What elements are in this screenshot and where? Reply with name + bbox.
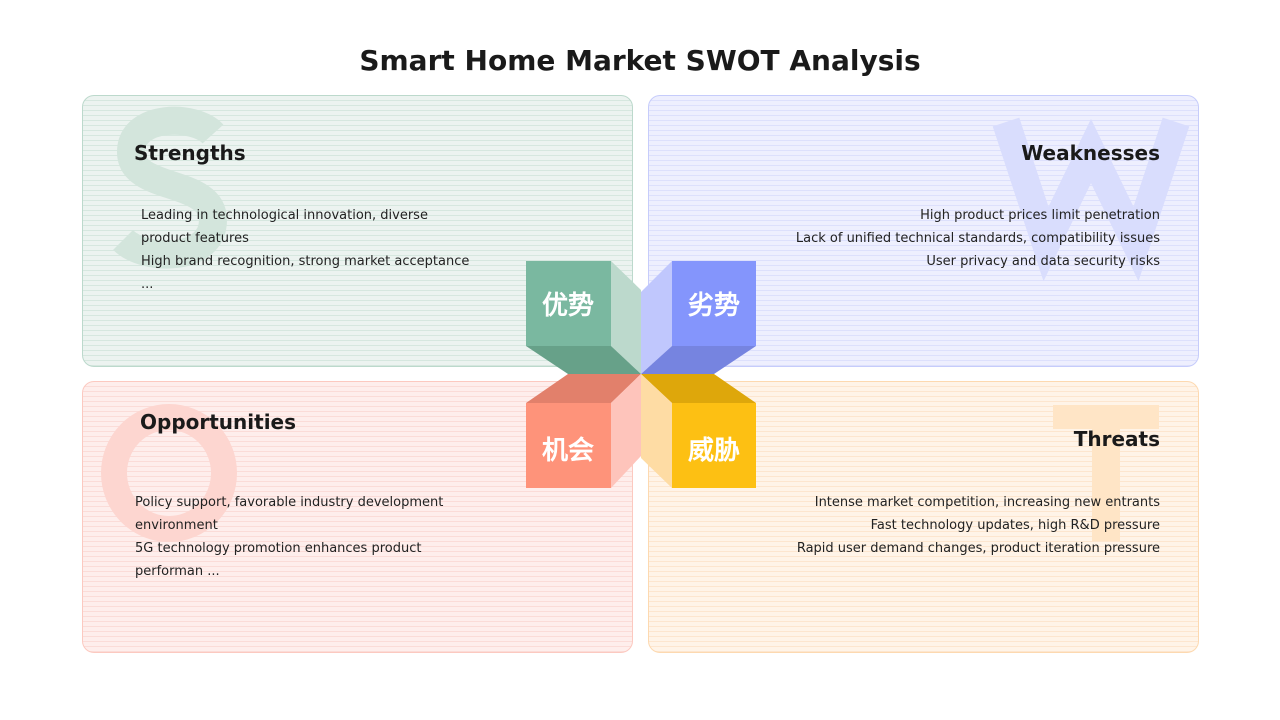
threats-cn-label: 威胁 bbox=[687, 436, 740, 466]
threats-item: Rapid user demand changes, product itera… bbox=[796, 541, 1160, 556]
threats-title: Threats bbox=[1073, 427, 1160, 451]
cube-front bbox=[672, 403, 756, 488]
weaknesses-title: Weaknesses bbox=[1021, 141, 1160, 165]
cube-front bbox=[526, 261, 611, 346]
strengths-item: Leading in technological innovation, div… bbox=[141, 208, 428, 246]
cube-front bbox=[672, 261, 756, 346]
strengths-item: High brand recognition, strong market ac… bbox=[141, 254, 470, 292]
page-title: Smart Home Market SWOT Analysis bbox=[359, 44, 921, 77]
cube-side bbox=[611, 374, 641, 488]
strengths-title: Strengths bbox=[134, 141, 246, 165]
cube-side bbox=[641, 374, 672, 488]
cube-top bbox=[526, 374, 641, 403]
weaknesses-item: High product prices limit penetration bbox=[920, 208, 1160, 223]
strengths-watermark-letter bbox=[113, 106, 228, 269]
cube-side bbox=[641, 261, 672, 374]
weaknesses-cube bbox=[641, 261, 756, 374]
threats-item: Intense market competition, increasing n… bbox=[814, 495, 1160, 510]
cube-bottom bbox=[641, 346, 756, 374]
threats-cube bbox=[641, 374, 756, 488]
opportunities-cn-label: 机会 bbox=[541, 436, 594, 466]
opportunities-cube bbox=[526, 374, 641, 488]
weaknesses-item: Lack of unified technical standards, com… bbox=[795, 231, 1160, 246]
strengths-cn-label: 优势 bbox=[541, 291, 594, 321]
weaknesses-watermark-letter bbox=[992, 117, 1190, 282]
weaknesses-cn-label: 劣势 bbox=[687, 291, 740, 321]
cube-front bbox=[526, 403, 611, 488]
opportunities-title: Opportunities bbox=[140, 410, 297, 434]
opportunities-item: 5G technology promotion enhances product… bbox=[135, 541, 422, 579]
opportunities-item: Policy support, favorable industry devel… bbox=[135, 495, 444, 533]
strengths-cube bbox=[526, 261, 641, 374]
threats-watermark-letter bbox=[1053, 405, 1159, 541]
cube-side bbox=[611, 261, 641, 374]
cube-bottom bbox=[526, 346, 641, 374]
cube-top bbox=[641, 374, 756, 403]
threats-item: Fast technology updates, high R&D pressu… bbox=[870, 518, 1160, 533]
opportunities-watermark-letter bbox=[101, 404, 237, 542]
weaknesses-item: User privacy and data security risks bbox=[926, 254, 1160, 269]
